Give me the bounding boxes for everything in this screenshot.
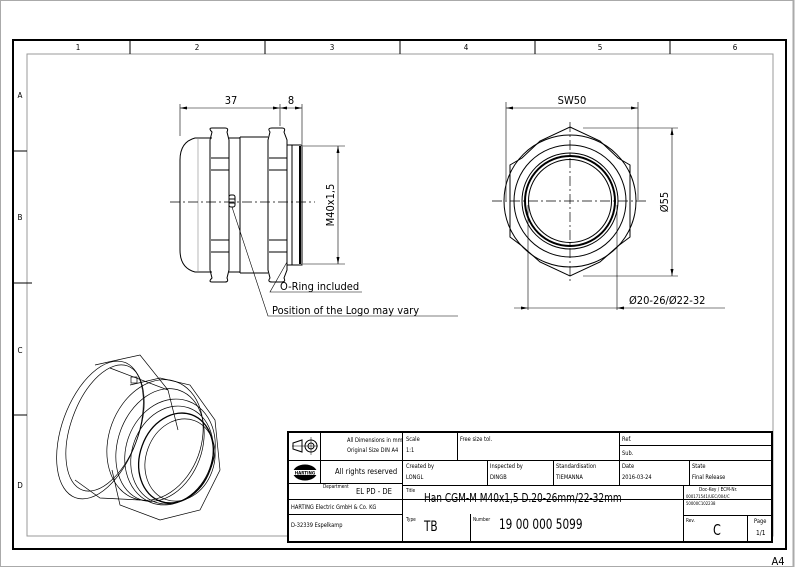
col-label-2: 2	[195, 43, 200, 52]
standardisation-value: TIEMANNA	[556, 474, 583, 481]
front-view	[492, 102, 725, 310]
sub-label: Sub.	[622, 450, 634, 457]
col-label-6: 6	[733, 43, 738, 52]
doc-key-value-2: 50000C102238	[686, 502, 716, 507]
company-address: D-32339 Espelkamp	[291, 522, 343, 529]
doc-key-value-1: 000171541/UEC/004/C	[686, 495, 730, 500]
col-label-1: 1	[76, 43, 81, 52]
row-label-a: A	[18, 91, 23, 100]
dim-length: 37	[225, 94, 238, 107]
page-label: Page	[754, 518, 767, 525]
row-label-c: C	[17, 346, 22, 355]
created-by-label: Created by	[406, 463, 435, 470]
dim-clamping-range: Ø20-26/Ø22-32	[629, 294, 705, 307]
type-value: TB	[424, 519, 438, 535]
inspected-by-label: Inspected by	[490, 463, 523, 470]
date-label: Date	[622, 463, 635, 470]
sheet-size-label: A4	[771, 555, 784, 567]
col-label-4: 4	[464, 43, 469, 52]
dim-wrench-size: SW50	[558, 94, 587, 107]
department-label: Department	[323, 484, 349, 490]
state-value: Final Release	[692, 474, 726, 481]
type-label: Type	[406, 517, 416, 523]
projection-symbol-icon	[292, 437, 318, 455]
note-logo: Position of the Logo may vary	[272, 304, 419, 317]
company-name: HARTING Electric GmbH & Co. KG	[291, 504, 377, 511]
dim-thread-length: 8	[288, 94, 294, 107]
state-label: State	[692, 463, 706, 470]
scale-label: Scale	[406, 436, 420, 443]
harting-logo-icon: HARTING	[291, 464, 319, 481]
drawing-number: 19 00 000 5099	[499, 517, 583, 533]
title-label: Title	[406, 488, 416, 494]
row-label-b: B	[18, 213, 23, 222]
note-oring: O-Ring included	[280, 280, 359, 293]
created-by-value: LONGL	[406, 474, 424, 481]
ref-label: Ref.	[622, 436, 632, 443]
department-value: EL PD - DE	[356, 487, 392, 496]
doc-key-label: Doc-Key / ECM-Nr.	[699, 487, 738, 493]
page-value: 1/1	[756, 529, 766, 537]
inspected-by-value: DINGB	[490, 474, 507, 481]
svg-text:HARTING: HARTING	[295, 471, 316, 477]
scale-value: 1:1	[406, 447, 415, 454]
dimensions-note: All Dimensions in mm	[347, 437, 403, 444]
title-block: All Dimensions in mm Original Size DIN A…	[287, 431, 773, 543]
row-label-d: D	[17, 481, 23, 490]
col-label-5: 5	[598, 43, 603, 52]
free-size-tolerance: Free size tol.	[460, 436, 493, 443]
date-value: 2016-03-24	[622, 474, 652, 481]
dim-thread: M40x1,5	[324, 184, 337, 227]
rev-value: C	[713, 521, 721, 539]
rights-note: All rights reserved	[335, 467, 398, 476]
col-label-3: 3	[330, 43, 335, 52]
drawing-title: Han CGM-M M40x1,5 D.20-26mm/22-32mm	[424, 491, 622, 505]
number-label: Number	[473, 517, 491, 523]
rev-label: Rev.	[686, 518, 695, 524]
isometric-view	[56, 354, 221, 521]
standardisation-label: Standardisation	[556, 463, 597, 470]
dim-diameter: Ø55	[658, 192, 671, 212]
original-size-note: Original Size DIN A4	[347, 447, 399, 454]
